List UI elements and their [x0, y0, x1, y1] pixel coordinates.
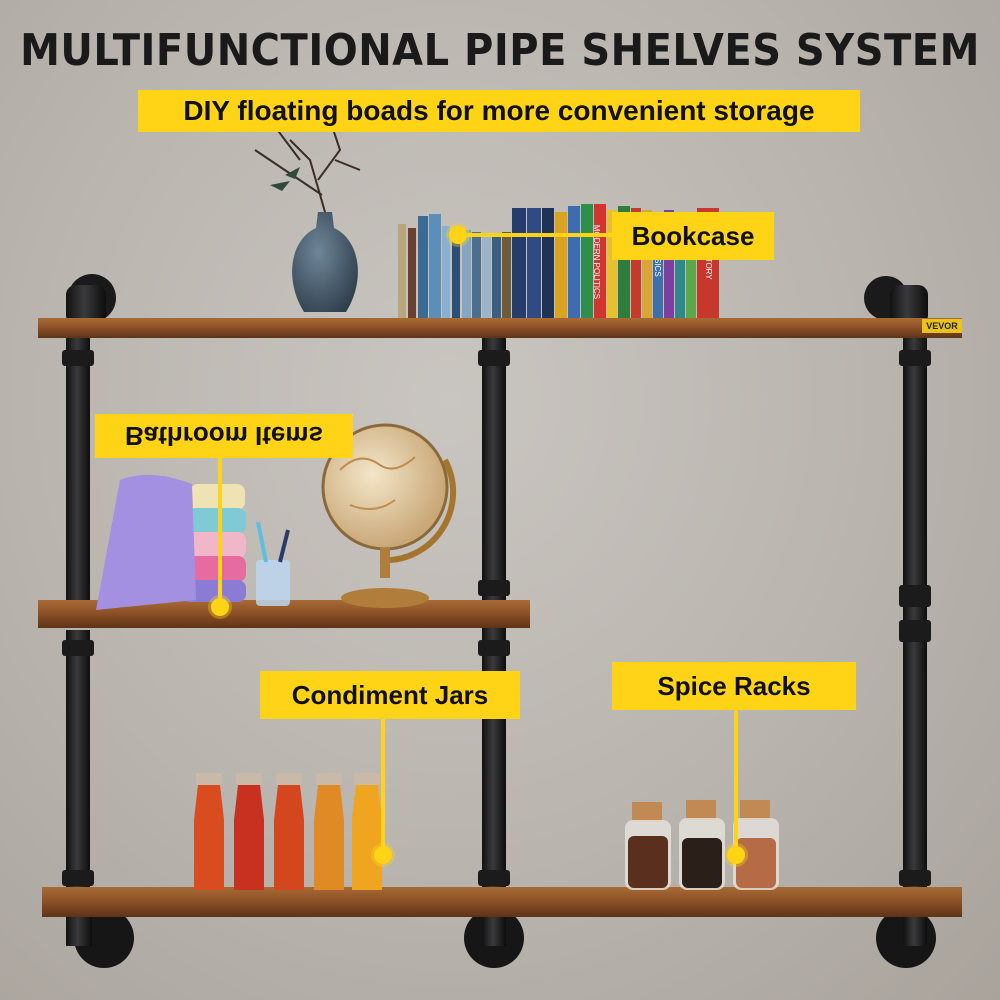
- bookcase-marker: [449, 226, 467, 244]
- book-spine-text: BASICS: [653, 247, 662, 276]
- page-title: MULTIFUNCTIONAL PIPE SHELVES SYSTEM: [20, 26, 980, 76]
- shelf-bottom: [42, 887, 962, 917]
- towels: [96, 474, 246, 610]
- condiment-leader: [381, 719, 385, 849]
- vase-decoration: [254, 119, 361, 312]
- globe: [321, 423, 457, 608]
- condiment-marker: [374, 846, 392, 864]
- spice-jars: [625, 800, 779, 890]
- callout-spice: Spice Racks: [612, 662, 856, 710]
- pipe-frame: [62, 274, 936, 968]
- spice-leader: [734, 710, 738, 850]
- bathroom-leader: [218, 458, 222, 606]
- toothbrush-cup: [256, 521, 290, 606]
- pipe-left-upper: [66, 330, 90, 620]
- condiment-bottles: [194, 773, 382, 890]
- book-spine-text: HISTORY: [704, 244, 713, 280]
- callout-bathroom-label: Bathroom Items: [125, 421, 323, 451]
- subtitle-banner: DIY floating boads for more convenient s…: [138, 90, 860, 132]
- callout-bookcase: Bookcase: [612, 212, 774, 260]
- shelves: [38, 318, 962, 917]
- bookcase-leader: [462, 233, 612, 237]
- pipe-right: [903, 336, 927, 896]
- books: [398, 204, 719, 318]
- pipe-left-lower: [66, 630, 90, 895]
- spice-marker: [727, 846, 745, 864]
- shelf-top: [38, 318, 962, 338]
- callout-bathroom: Bathroom Items: [95, 414, 353, 458]
- callout-condiment: Condiment Jars: [260, 671, 520, 719]
- bathroom-marker: [211, 598, 229, 616]
- book-spine-text: MODERN POLITICS: [592, 225, 601, 299]
- brand-tag: VEVOR: [922, 319, 962, 333]
